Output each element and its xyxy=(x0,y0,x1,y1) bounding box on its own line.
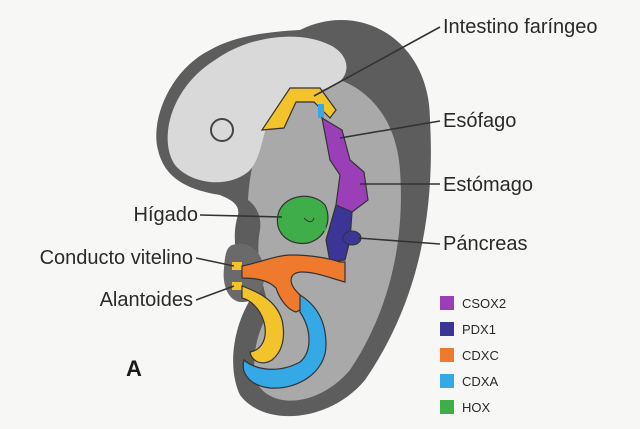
legend-swatch-hox xyxy=(440,400,454,414)
pancreas-region xyxy=(325,204,353,263)
pharynx-marker xyxy=(318,104,324,118)
label-liver: Hígado xyxy=(134,204,199,226)
pharyngeal-gut xyxy=(260,87,337,131)
liver-duct xyxy=(310,208,328,232)
liver-detail xyxy=(303,217,315,223)
vitelline-duct-mark xyxy=(232,262,242,270)
esophagus-stomach xyxy=(321,116,369,213)
leader-vitelline-duct xyxy=(195,257,235,267)
midgut xyxy=(241,254,346,313)
legend-label-cdxa: CDXA xyxy=(462,374,498,389)
panel-letter: A xyxy=(126,356,142,381)
label-esophagus: Esófago xyxy=(443,110,516,132)
legend-swatch-cdxa xyxy=(440,374,454,388)
label-pancreas: Páncreas xyxy=(443,233,528,255)
legend-swatch-pdx1 xyxy=(440,322,454,336)
allantois-mark xyxy=(232,282,242,290)
leader-allantois xyxy=(195,285,235,301)
leader-liver xyxy=(199,214,283,218)
legend-label-csox2: CSOX2 xyxy=(462,296,506,311)
label-vitelline-duct: Conducto vitelino xyxy=(40,247,193,269)
legend-label-cdxc: CDXC xyxy=(462,348,499,363)
embryo-inner-body xyxy=(248,74,401,401)
embryo-head xyxy=(167,36,347,183)
legend-label-pdx1: PDX1 xyxy=(462,322,496,337)
allantois-tube xyxy=(241,285,285,364)
label-pharyngeal-gut: Intestino faríngeo xyxy=(443,16,598,38)
legend-swatch-cdxc xyxy=(440,348,454,362)
leader-pancreas xyxy=(357,237,441,245)
label-stomach: Estómago xyxy=(443,174,533,196)
otic-vesicle xyxy=(210,118,234,142)
leader-pharyngeal-gut xyxy=(313,26,441,97)
liver xyxy=(276,195,329,245)
legend-swatch-csox2 xyxy=(440,296,454,310)
leader-esophagus xyxy=(339,120,441,139)
hindgut xyxy=(242,293,327,389)
label-allantois: Alantoides xyxy=(100,289,193,311)
legend-label-hox: HOX xyxy=(462,400,491,415)
